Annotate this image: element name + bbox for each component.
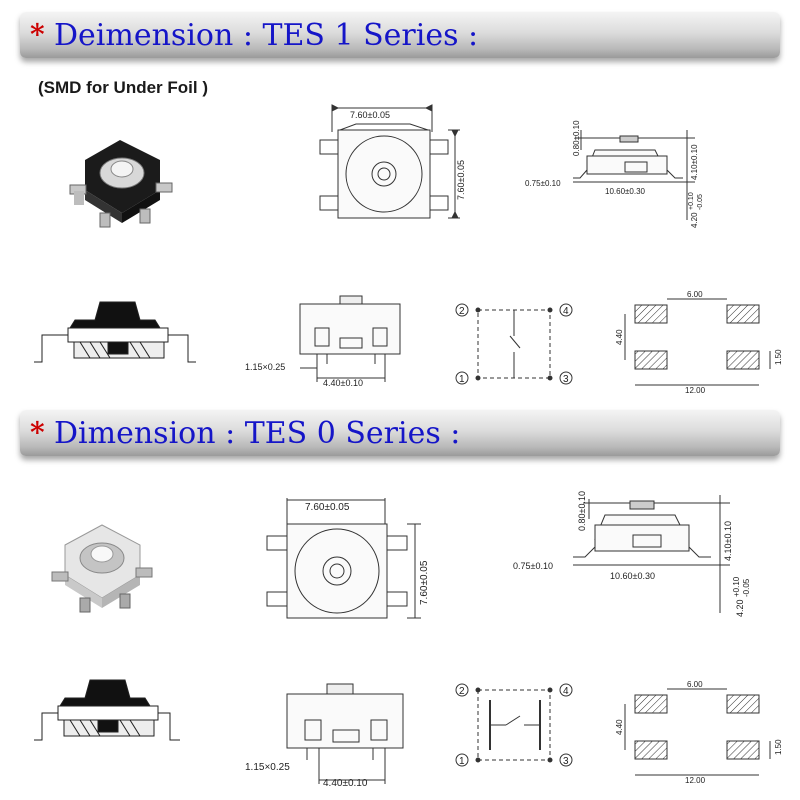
dim-width: 7.60±0.05: [350, 110, 390, 120]
section-subtitle: (SMD for Under Foil ): [38, 78, 208, 97]
dim-top-h: 0.80±0.10: [577, 491, 587, 531]
pin-3-label: 3: [563, 374, 569, 385]
dim-pcb-pad: 1.50: [774, 349, 783, 365]
pin-4-label: 4: [563, 686, 569, 697]
dim-pcb-gap: 6.00: [687, 680, 703, 689]
dim-pitch: 4.40±0.10: [323, 378, 363, 388]
star-icon: *: [30, 416, 45, 449]
dim-pitch: 4.40±0.10: [323, 778, 368, 789]
dim-pcb-gap: 6.00: [687, 290, 703, 299]
pcb-layout: 6.00 4.40 1.50 12.00: [615, 290, 783, 395]
dim-total-tol-plus: +0.10: [732, 576, 741, 597]
pin-2-label: 2: [459, 306, 465, 317]
front-view-drawing: 1.15×0.25 4.40±0.10: [245, 683, 404, 789]
dim-body-h: 4.10±0.10: [723, 521, 733, 561]
dim-pcb-total: 12.00: [685, 776, 706, 785]
switch-photo-black: [69, 140, 173, 228]
dim-total-tol-minus: -0.05: [697, 194, 704, 210]
dim-total-h: 4.20: [690, 212, 699, 228]
dim-height: 7.60±0.05: [456, 160, 466, 200]
dim-lead-t: 0.75±0.10: [513, 561, 553, 571]
dim-lead-t: 0.75±0.10: [525, 179, 561, 188]
pcb-layout: 6.00 4.40 1.50 12.00: [615, 680, 783, 785]
pin-1-label: 1: [459, 756, 465, 767]
section-banner-tes0: * Dimension : TES 0 Series :: [20, 410, 780, 456]
dim-length: 10.60±0.30: [605, 187, 646, 196]
dim-top-h: 0.80±0.10: [572, 120, 581, 156]
section-title: Deimension : TES 1 Series :: [54, 18, 479, 53]
dim-pad-w: 1.15×0.25: [245, 362, 285, 372]
circuit-schematic: 2 4 1 3: [455, 683, 573, 767]
dim-total-tol-plus: +0.10: [688, 192, 695, 210]
cross-section-drawing: [34, 301, 196, 363]
dim-pcb-height: 4.40: [615, 719, 624, 735]
top-view-drawing: 7.60±0.05 7.60±0.05: [319, 104, 466, 219]
switch-photo-white: [51, 524, 153, 613]
dim-total-tol-minus: -0.05: [742, 578, 751, 597]
dim-height: 7.60±0.05: [419, 560, 430, 605]
section-banner-tes1: * Deimension : TES 1 Series :: [20, 12, 780, 58]
star-icon: *: [30, 18, 45, 51]
dim-total-h: 4.20: [735, 599, 745, 617]
pin-2-label: 2: [459, 686, 465, 697]
front-view-drawing: 1.15×0.25 4.40±0.10: [245, 295, 401, 388]
top-view-drawing: 7.60±0.05 7.60±0.05: [266, 498, 430, 619]
circuit-schematic: 2 4 1 3: [455, 303, 573, 385]
pin-4-label: 4: [563, 306, 569, 317]
side-view-drawing: 0.80±0.10 4.10±0.10 0.75±0.10 10.60±0.30…: [513, 491, 751, 617]
pin-3-label: 3: [563, 756, 569, 767]
dim-pad-w: 1.15×0.25: [245, 762, 290, 773]
section-title: Dimension : TES 0 Series :: [54, 416, 461, 451]
dim-pcb-height: 4.40: [615, 329, 624, 345]
dim-width: 7.60±0.05: [305, 502, 350, 513]
dim-pcb-pad: 1.50: [774, 739, 783, 755]
cross-section-drawing: [34, 679, 180, 741]
pin-1-label: 1: [459, 374, 465, 385]
dim-pcb-total: 12.00: [685, 386, 706, 395]
dim-body-h: 4.10±0.10: [690, 144, 699, 180]
dim-length: 10.60±0.30: [610, 571, 655, 581]
side-view-drawing: 0.80±0.10 4.10±0.10 0.75±0.10 10.60±0.30…: [525, 120, 704, 228]
